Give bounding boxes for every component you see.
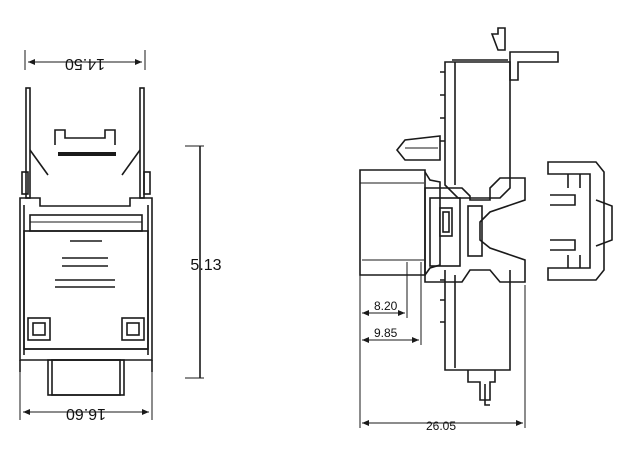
side-view: 8.20 9.85 26.05 — [359, 27, 613, 433]
depth-dimensions: 8.20 9.85 26.05 — [359, 262, 526, 433]
clip-right — [121, 317, 145, 341]
side-lower-body — [440, 270, 511, 406]
depth-inner-label: 8.20 — [374, 299, 398, 313]
front-body — [19, 197, 153, 361]
clamp-profile — [424, 177, 526, 283]
side-cap — [547, 161, 613, 281]
total-length-label: 26.05 — [426, 419, 456, 433]
top-width-label: 14.50 — [65, 55, 105, 72]
front-bottom-tab — [19, 359, 153, 396]
bottom-width-label: 16.60 — [66, 405, 106, 422]
side-upper-body — [440, 59, 511, 199]
clip-left — [27, 317, 51, 341]
top-width-dimension: 14.50 — [24, 50, 146, 72]
side-housing — [359, 169, 441, 276]
top-hook — [490, 27, 559, 81]
bottom-width-dimension: 16.60 — [19, 372, 153, 422]
latch-arms — [21, 87, 151, 199]
inner-latch — [54, 129, 116, 156]
depth-outer-label: 9.85 — [374, 326, 398, 340]
front-view: 14.50 — [19, 50, 222, 422]
height-label: 5.13 — [190, 257, 221, 274]
spring-latch — [395, 135, 441, 161]
height-dimension: 5.13 — [185, 145, 222, 379]
